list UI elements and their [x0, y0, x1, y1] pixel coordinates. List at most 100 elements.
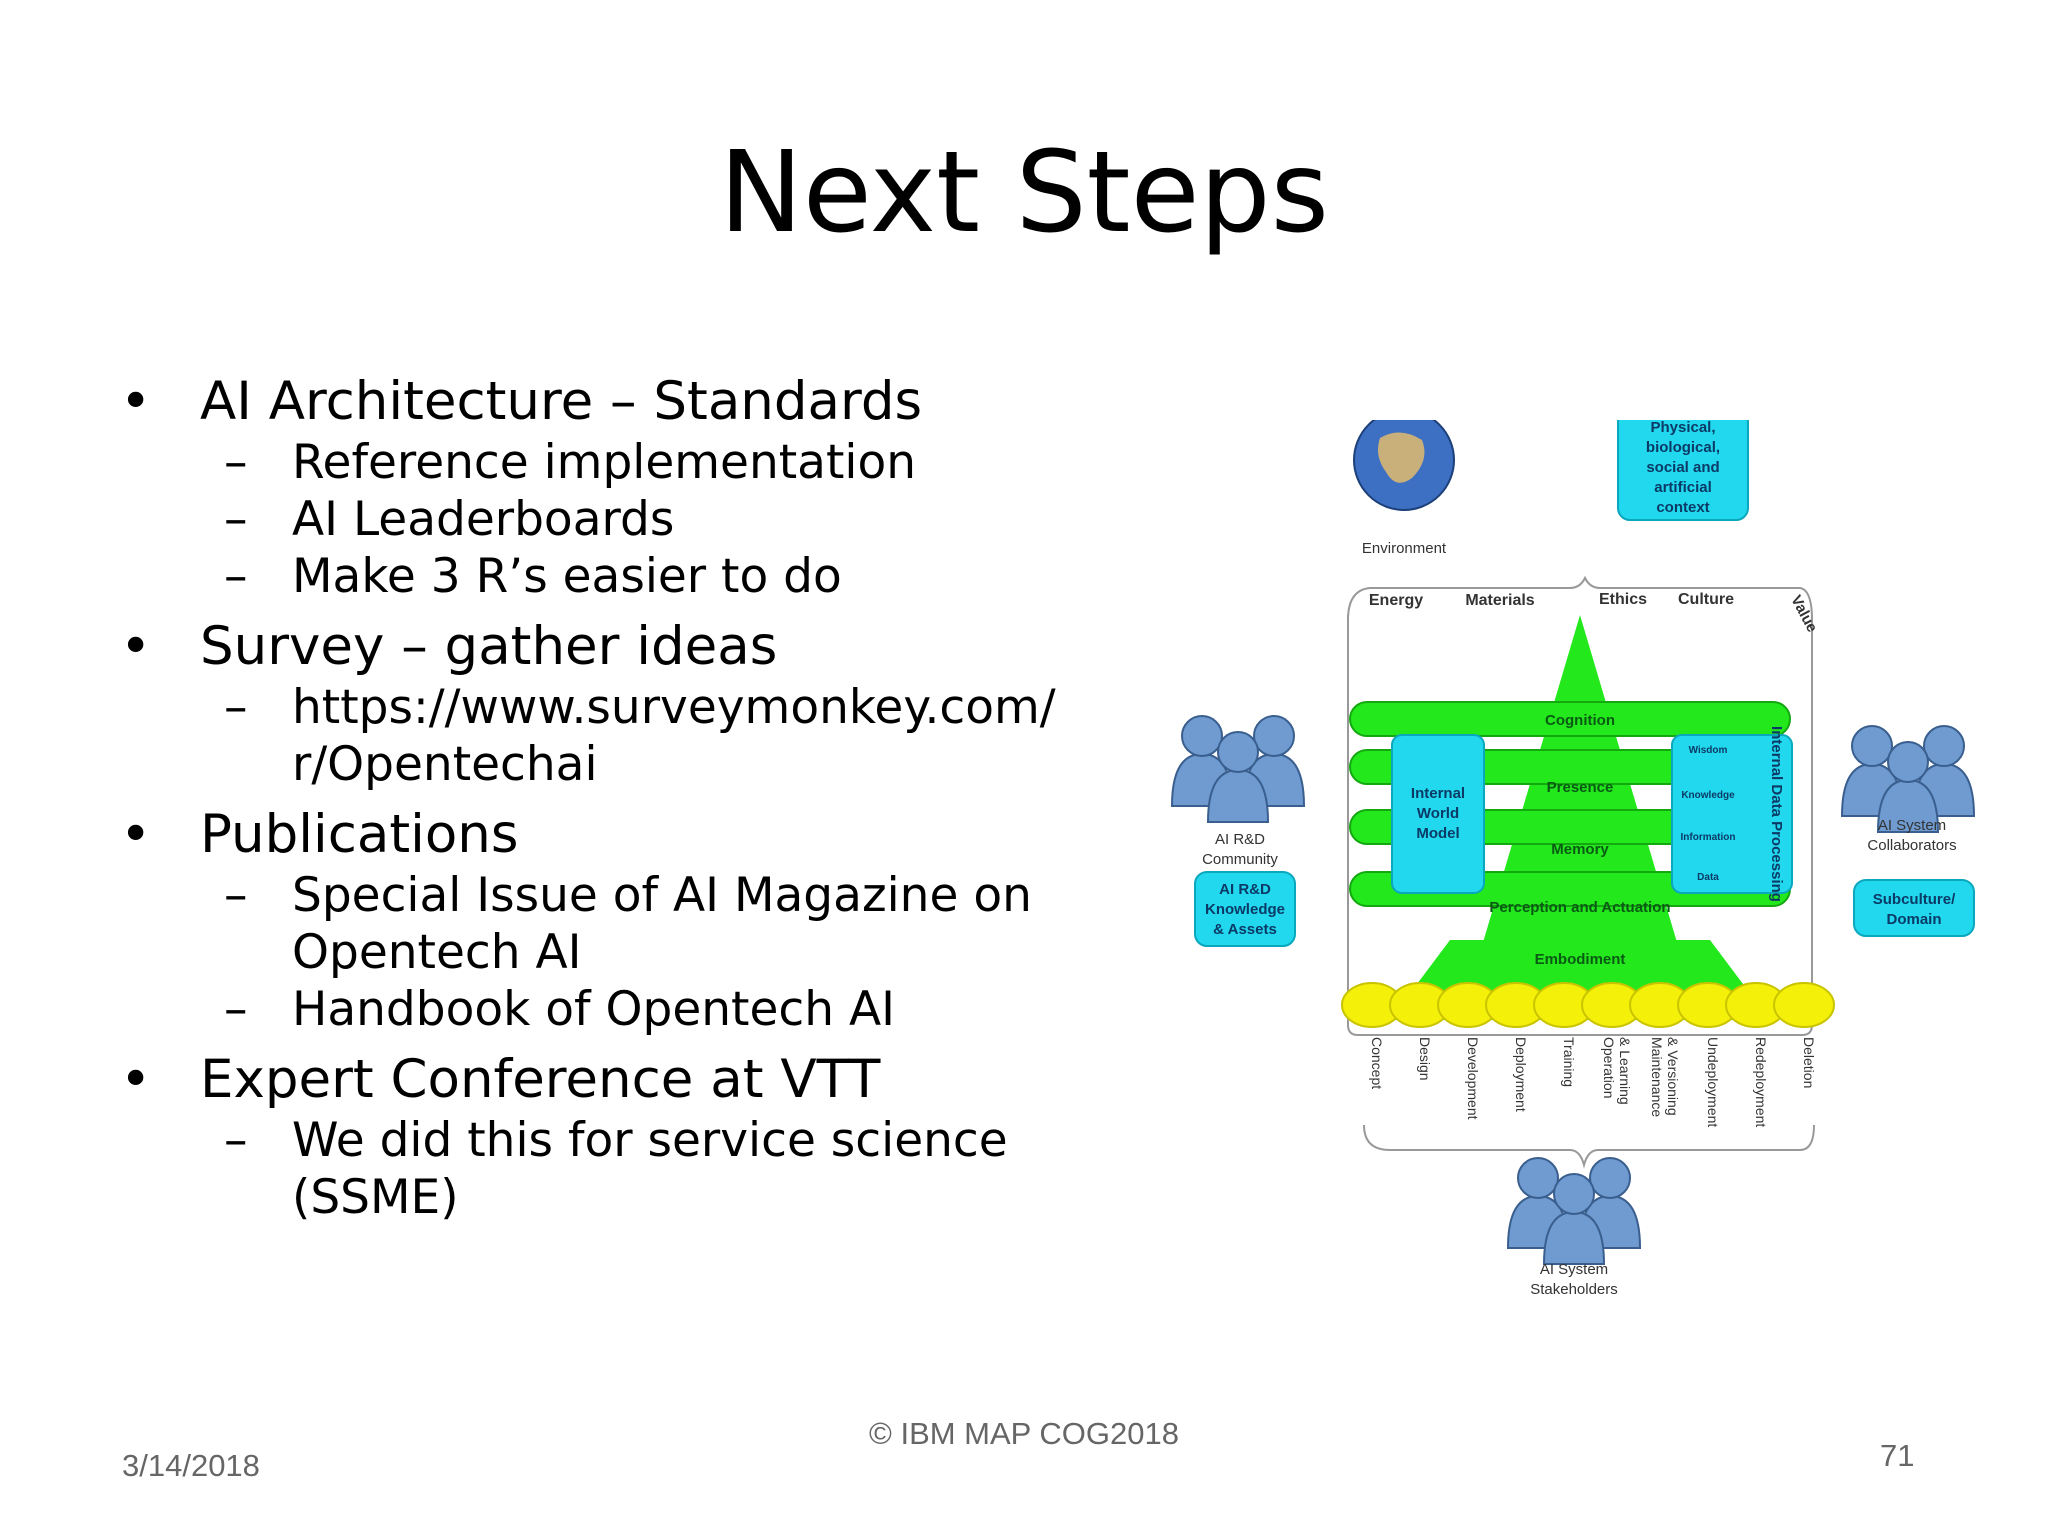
left-box-text: & Assets: [1213, 921, 1277, 938]
context-box-text: Physical,: [1650, 420, 1715, 436]
bullet-mark: •: [120, 1049, 152, 1110]
bullet-list: •AI Architecture – Standards–Reference i…: [120, 360, 1120, 1226]
person-head: [1589, 1157, 1631, 1199]
internal-world-model-text: Internal: [1411, 785, 1465, 802]
sub-bullet-mark: –: [224, 868, 248, 923]
top-brace: [1347, 575, 1813, 621]
sub-bullet-mark: –: [224, 982, 248, 1037]
lifecycle-label: Deletion: [1801, 1037, 1817, 1088]
dikw-label: Wisdom: [1689, 745, 1728, 756]
lifecycle-label: Deployment: [1513, 1037, 1529, 1112]
lifecycle-label: Development: [1465, 1037, 1481, 1120]
lifecycle-label: Concept: [1369, 1037, 1385, 1089]
context-box-text: social and: [1646, 459, 1719, 476]
person-head: [1851, 725, 1893, 767]
lifecycle-label: Undeployment: [1705, 1037, 1721, 1127]
person-head: [1181, 715, 1223, 757]
frame: [1347, 615, 1813, 1036]
context-box-text: context: [1656, 499, 1709, 516]
sub-bullet-item: –We did this for service science(SSME): [120, 1112, 1120, 1226]
layer-label: Presence: [1547, 779, 1614, 796]
people-icon: [1840, 725, 1976, 833]
footer-date: 3/14/2018: [122, 1448, 260, 1483]
internal-data-processing-text: Internal Data Processing: [1768, 726, 1785, 902]
context-box-text: artificial: [1654, 479, 1712, 496]
bullet-item: •Survey – gather ideas: [120, 615, 1120, 679]
internal-world-model-text: World: [1417, 805, 1459, 822]
person-head: [1887, 741, 1929, 783]
lifecycle-label: Training: [1561, 1037, 1577, 1087]
left-box-text: AI R&D: [1219, 881, 1271, 898]
right-group-label: AI System: [1878, 817, 1946, 834]
sub-bullet-item: –https://www.surveymonkey.com/r/Opentech…: [120, 679, 1120, 793]
sub-bullet-mark: –: [224, 549, 248, 604]
lifecycle-label: Design: [1417, 1037, 1433, 1081]
person-head: [1217, 731, 1259, 773]
internal-world-model-box: [1391, 734, 1485, 894]
sub-bullet-item: –Reference implementation: [120, 434, 1120, 491]
top-label: Culture: [1678, 591, 1734, 608]
left-box: [1194, 871, 1296, 947]
top-label: Ethics: [1599, 591, 1647, 608]
right-group-label: Collaborators: [1867, 837, 1956, 854]
dikw-label: Information: [1681, 832, 1736, 843]
right-box-text: Subculture/: [1873, 891, 1956, 908]
sub-bullet-text: AI Leaderboards: [292, 492, 675, 547]
sub-bullet-mark: –: [224, 680, 248, 735]
lifecycle-label: & Versioning: [1665, 1037, 1681, 1116]
bullet-item: •Publications: [120, 803, 1120, 867]
people-icon: [1170, 715, 1306, 823]
lifecycle-oval: [1773, 982, 1835, 1028]
lifecycle-label: Maintenance: [1649, 1037, 1665, 1117]
person-head: [1923, 725, 1965, 767]
page-number: 71: [1880, 1438, 1915, 1473]
left-box-text: Knowledge: [1205, 901, 1285, 918]
sub-bullet-item: –Handbook of Opentech AI: [120, 981, 1120, 1038]
lifecycle-label: Redeployment: [1753, 1037, 1769, 1127]
globe-land: [1378, 432, 1425, 483]
lifecycle-label: Operation: [1601, 1037, 1617, 1098]
ai-architecture-diagram: Environment Physical, biological, social an…: [1170, 420, 1976, 1298]
value-label: Value: [1787, 593, 1820, 636]
bullet-mark: •: [120, 804, 152, 865]
top-label: Energy: [1369, 592, 1423, 609]
layer-label: Memory: [1551, 841, 1609, 858]
bottom-group-label: AI System: [1540, 1261, 1608, 1278]
bottom-brace: [1363, 1124, 1815, 1169]
sub-bullet-text: We did this for service science(SSME): [292, 1113, 1008, 1225]
bullet-text: Expert Conference at VTT: [200, 1049, 881, 1110]
footer-copyright: © IBM MAP COG2018: [869, 1416, 1179, 1451]
top-label: Materials: [1465, 592, 1534, 609]
sub-bullet-mark: –: [224, 492, 248, 547]
sub-bullet-item: –Make 3 R’s easier to do: [120, 548, 1120, 605]
sub-bullet-text: Make 3 R’s easier to do: [292, 549, 842, 604]
bullet-mark: •: [120, 371, 152, 432]
right-box-text: Domain: [1886, 911, 1941, 928]
sub-bullet-text: Reference implementation: [292, 435, 917, 490]
layer-label: Perception and Actuation: [1489, 899, 1670, 916]
bullet-item: • Expert Conference at VTT: [120, 1048, 1120, 1112]
sub-bullet-mark: –: [224, 1113, 248, 1168]
bullet-mark: •: [120, 616, 152, 677]
slide-title: Next Steps: [719, 128, 1329, 258]
sub-bullet-mark: –: [224, 435, 248, 490]
sub-bullet-text: Handbook of Opentech AI: [292, 982, 895, 1037]
layer-label: Embodiment: [1535, 951, 1626, 968]
lifecycle-label: & Learning: [1617, 1037, 1633, 1105]
left-group-label: AI R&D: [1215, 831, 1265, 848]
sub-bullet-item: –AI Leaderboards: [120, 491, 1120, 548]
left-group-label: Community: [1202, 851, 1278, 868]
internal-world-model-text: Model: [1416, 825, 1459, 842]
dikw-label: Data: [1697, 872, 1719, 883]
bullet-text: AI Architecture – Standards: [200, 371, 923, 432]
people-icon: [1506, 1157, 1642, 1265]
environment-label: Environment: [1362, 540, 1447, 557]
context-box: [1617, 420, 1749, 521]
internal-data-processing-box: [1671, 734, 1793, 894]
layer-band: [1349, 701, 1791, 737]
person-head: [1517, 1157, 1559, 1199]
right-box: [1853, 879, 1975, 937]
context-box-text: biological,: [1646, 439, 1720, 456]
bottom-group-label: Stakeholders: [1530, 1281, 1618, 1298]
